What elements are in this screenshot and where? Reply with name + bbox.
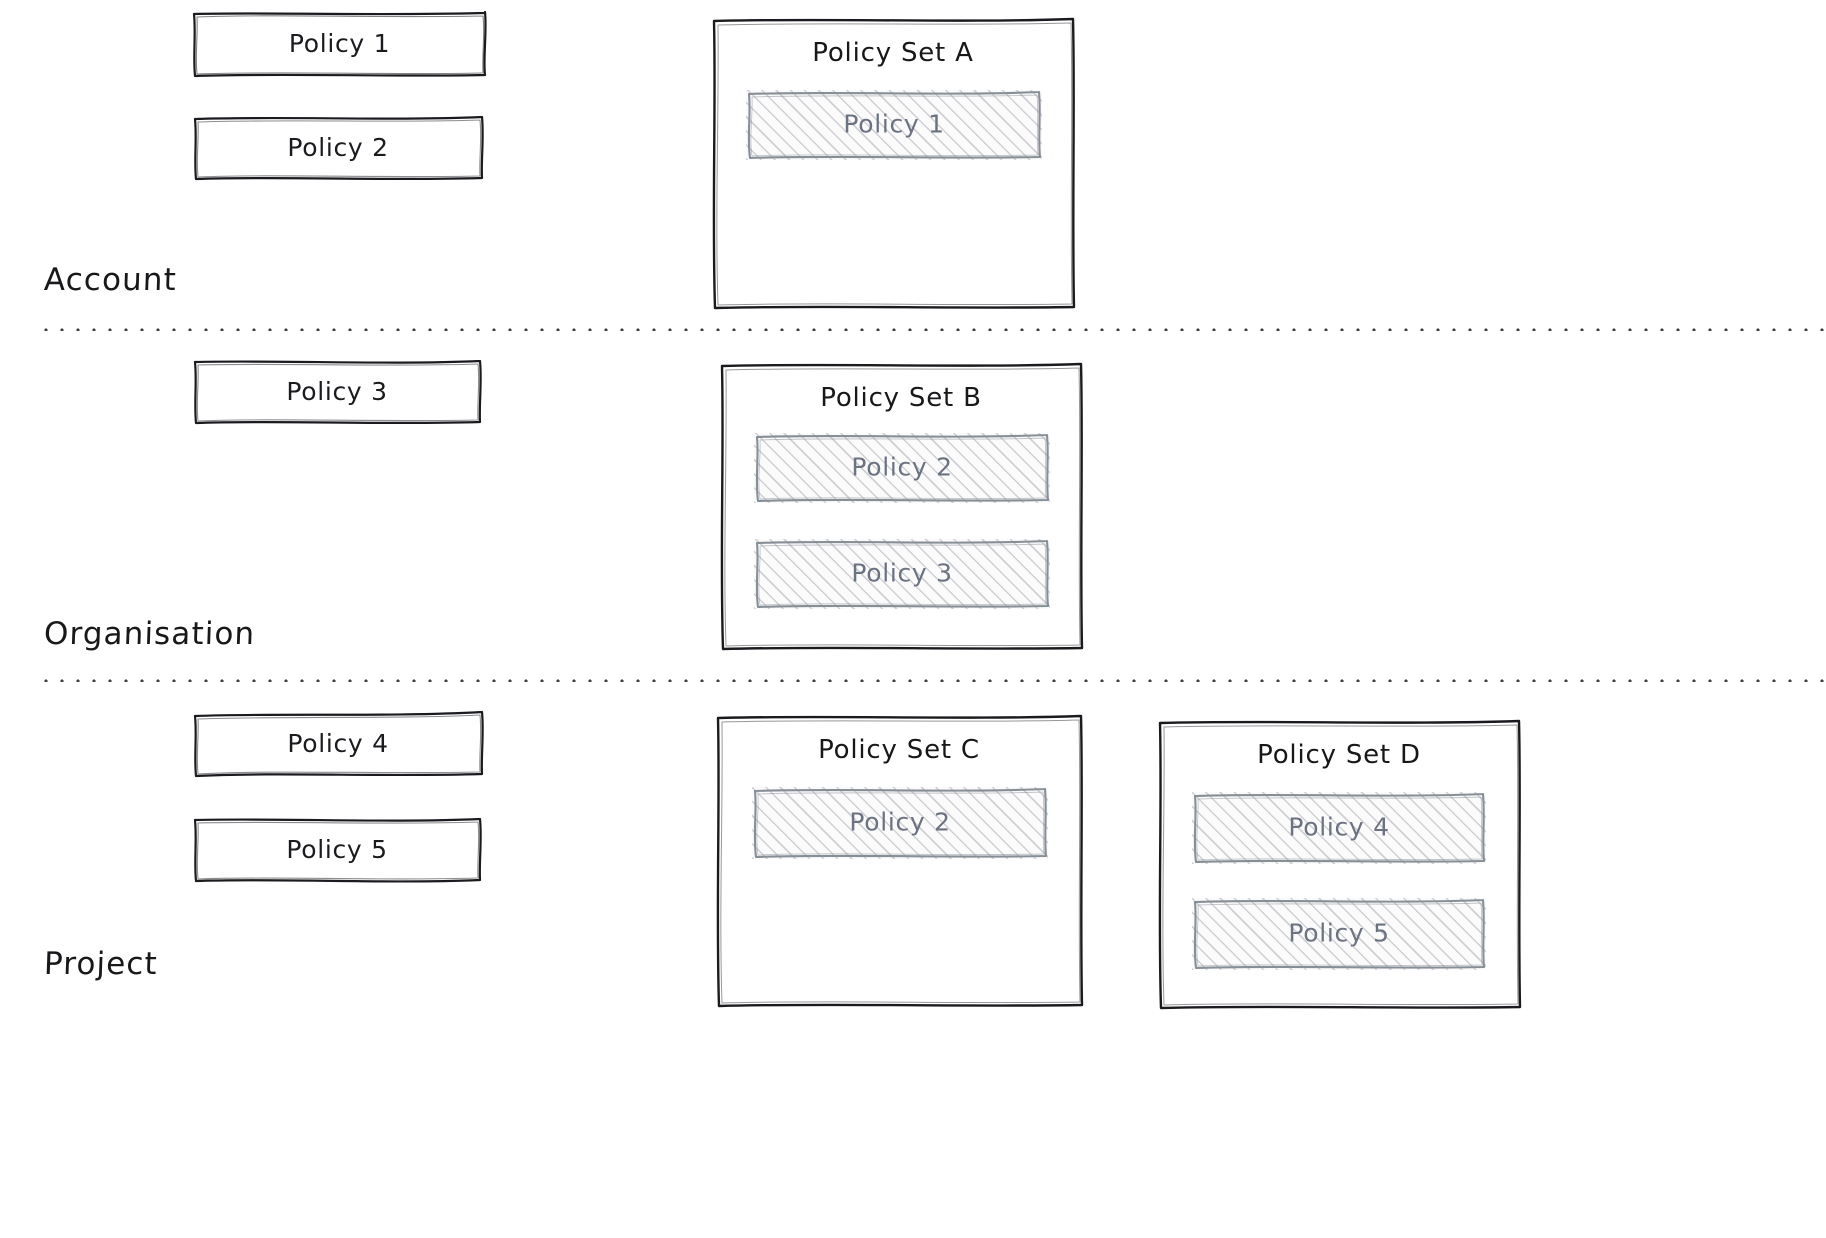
policy-set-d[interactable]: Policy Set D Policy 4 Policy 5 <box>1156 718 1522 1010</box>
policy-box-policy-4[interactable]: Policy 4 <box>192 710 484 778</box>
policy-box-label: Policy 3 <box>286 376 388 406</box>
policy-set-title: Policy Set A <box>812 38 974 68</box>
inner-policy-item[interactable]: Policy 2 <box>754 433 1050 503</box>
inner-policy-label: Policy 1 <box>843 109 945 139</box>
policy-box-policy-5[interactable]: Policy 5 <box>192 816 482 884</box>
policy-set-c[interactable]: Policy Set C Policy 2 <box>714 713 1084 1008</box>
tier-divider-account-organisation <box>38 327 1826 331</box>
inner-policy-label: Policy 2 <box>849 807 951 837</box>
tier-divider-organisation-project <box>38 678 1826 682</box>
policy-box-label: Policy 1 <box>288 28 391 58</box>
policy-box-label: Policy 2 <box>287 132 389 162</box>
inner-policy-item[interactable]: Policy 1 <box>746 90 1042 160</box>
tier-label-project: Project <box>43 946 159 982</box>
policy-box-policy-1[interactable]: Policy 1 <box>192 10 487 78</box>
inner-policy-label: Policy 2 <box>851 452 953 482</box>
policy-set-a[interactable]: Policy Set A Policy 1 <box>710 16 1076 310</box>
policy-box-label: Policy 4 <box>287 728 389 758</box>
inner-policy-item[interactable]: Policy 2 <box>752 787 1048 859</box>
policy-set-title: Policy Set B <box>820 383 982 413</box>
inner-policy-label: Policy 4 <box>1288 812 1390 842</box>
inner-policy-item[interactable]: Policy 4 <box>1192 792 1486 864</box>
inner-policy-item[interactable]: Policy 5 <box>1192 898 1486 970</box>
tier-label-account: Account <box>43 262 178 298</box>
policy-set-b[interactable]: Policy Set B Policy 2 Policy 3 <box>718 361 1084 651</box>
policy-box-label: Policy 5 <box>286 834 388 864</box>
inner-policy-label: Policy 3 <box>851 558 953 588</box>
inner-policy-label: Policy 5 <box>1288 918 1390 948</box>
policy-box-policy-3[interactable]: Policy 3 <box>192 358 482 426</box>
policy-box-policy-2[interactable]: Policy 2 <box>192 114 484 182</box>
inner-policy-item[interactable]: Policy 3 <box>754 539 1050 609</box>
policy-set-title: Policy Set C <box>818 735 980 765</box>
tier-label-organisation: Organisation <box>43 616 256 652</box>
policy-set-title: Policy Set D <box>1257 740 1421 770</box>
